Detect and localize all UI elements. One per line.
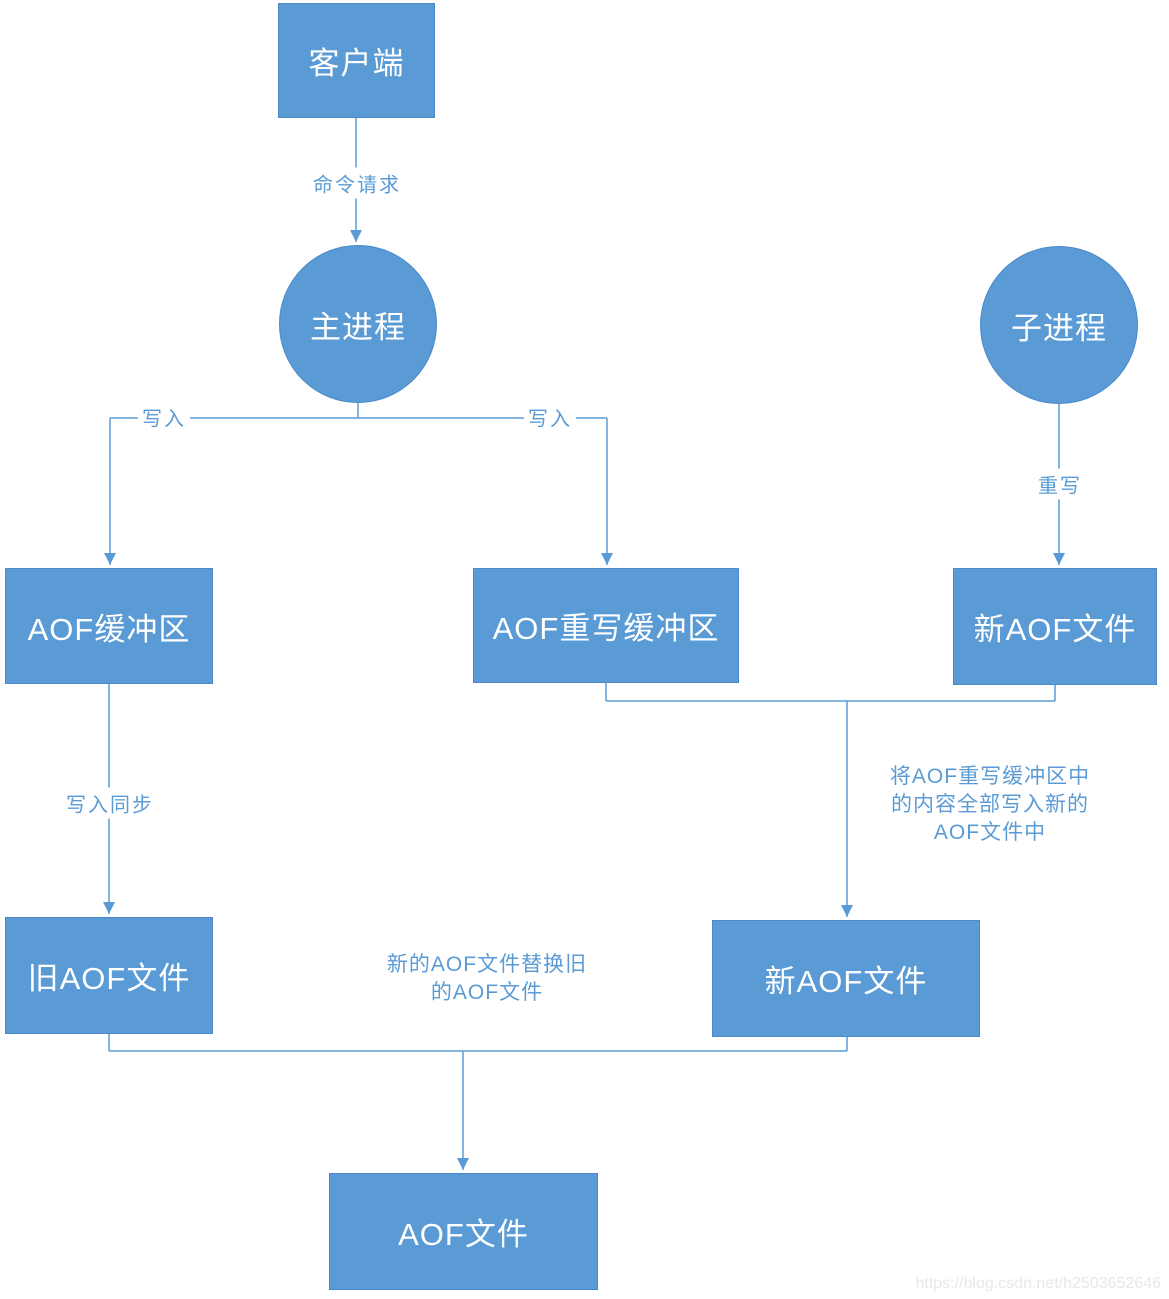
node-aof-file: AOF文件 [329, 1173, 598, 1290]
node-aof-file-label: AOF文件 [398, 1217, 529, 1252]
note-line: 的AOF文件 [430, 981, 544, 1004]
node-main-process-label: 主进程 [310, 309, 406, 345]
note-replace-old-file: 新的AOF文件替换旧 的AOF文件 [387, 951, 587, 1007]
node-main-process: 主进程 [279, 245, 437, 403]
edge-label-write-sync: 写入同步 [62, 787, 158, 819]
note-line: 的内容全部写入新的 [890, 793, 1089, 816]
edge-label-write-left: 写入 [138, 401, 190, 433]
node-new-aof-file-mid: 新AOF文件 [712, 920, 980, 1037]
watermark-url: https://blog.csdn.net/h2503652646 [915, 1275, 1161, 1292]
node-aof-buffer-label: AOF缓冲区 [27, 611, 191, 647]
note-line: 将AOF重写缓冲区中 [889, 765, 1091, 788]
node-child-process: 子进程 [980, 246, 1138, 404]
node-aof-rewrite-buffer: AOF重写缓冲区 [473, 568, 739, 683]
node-old-aof-file-label: 旧AOF文件 [27, 961, 191, 996]
edge-label-rewrite: 重写 [1034, 468, 1086, 500]
node-client: 客户端 [278, 3, 435, 118]
note-line: AOF文件中 [933, 821, 1047, 844]
note-line: 新的AOF文件替换旧 [386, 953, 588, 976]
node-new-aof-file-top-label: 新AOF文件 [973, 612, 1137, 647]
note-rewrite-buffer-flush: 将AOF重写缓冲区中 的内容全部写入新的 AOF文件中 [890, 763, 1090, 847]
edge-label-command-request: 命令请求 [309, 167, 405, 199]
node-old-aof-file: 旧AOF文件 [5, 917, 213, 1034]
node-child-process-label: 子进程 [1011, 310, 1107, 346]
node-client-label: 客户端 [308, 46, 405, 81]
node-aof-buffer: AOF缓冲区 [5, 568, 213, 684]
node-new-aof-file-top: 新AOF文件 [953, 568, 1157, 685]
node-aof-rewrite-buffer-label: AOF重写缓冲区 [492, 611, 720, 646]
edge-label-write-right: 写入 [524, 401, 576, 433]
node-new-aof-file-mid-label: 新AOF文件 [764, 964, 928, 999]
